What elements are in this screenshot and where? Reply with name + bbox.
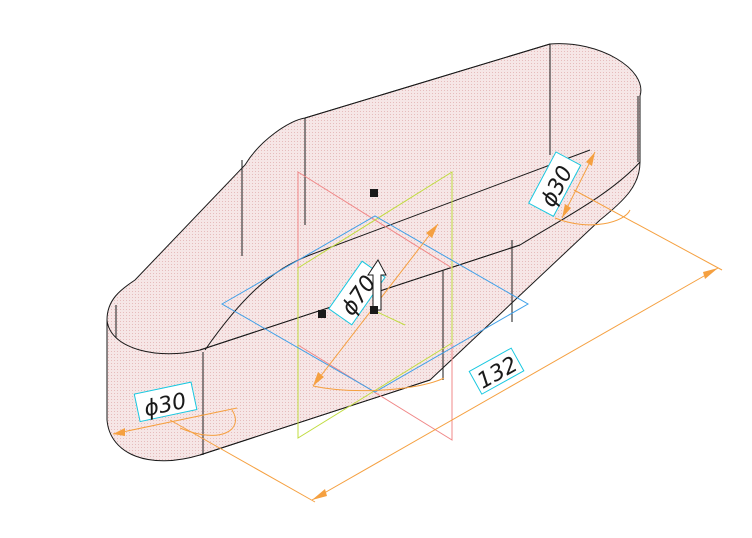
left-diameter-label[interactable]: ϕ30 <box>133 381 198 423</box>
arrow-length-left <box>312 489 327 500</box>
inner-ridge-edge <box>204 149 591 351</box>
vertical-edges <box>115 44 639 455</box>
center-dia-arc <box>312 377 445 392</box>
top-face-inner-edge <box>519 161 641 246</box>
right-diameter-label-box <box>528 151 582 218</box>
left-diameter-label-box <box>133 381 198 423</box>
body-silhouette <box>106 43 642 462</box>
left-dia-dim <box>112 407 238 435</box>
left-dia-arc <box>179 409 236 436</box>
top-handle[interactable] <box>370 189 378 197</box>
length-ext-right <box>573 189 723 271</box>
direction-arrow-icon[interactable] <box>367 259 406 326</box>
arrow-center-bottom <box>313 372 324 386</box>
length-label-box <box>468 347 525 395</box>
length-ext-left <box>169 419 316 503</box>
work-planes[interactable] <box>220 171 530 441</box>
back-long-edge <box>304 43 551 119</box>
arrow-left-dia <box>113 428 125 436</box>
center-handle[interactable] <box>370 306 378 314</box>
length-dim-line <box>311 267 719 501</box>
bottom-front-edge <box>199 379 431 456</box>
arrow-right-dia-bottom <box>562 204 571 218</box>
top-face-edge <box>106 244 521 355</box>
arrow-length-right <box>703 268 718 279</box>
arrow-center-top <box>426 224 438 238</box>
top-plane <box>220 215 530 393</box>
right-dia-arc <box>554 209 631 226</box>
length-label[interactable]: 132 <box>468 347 525 396</box>
side-plane <box>297 171 453 439</box>
arrow-right-dia-top <box>586 152 595 166</box>
left-handle[interactable] <box>318 310 326 318</box>
